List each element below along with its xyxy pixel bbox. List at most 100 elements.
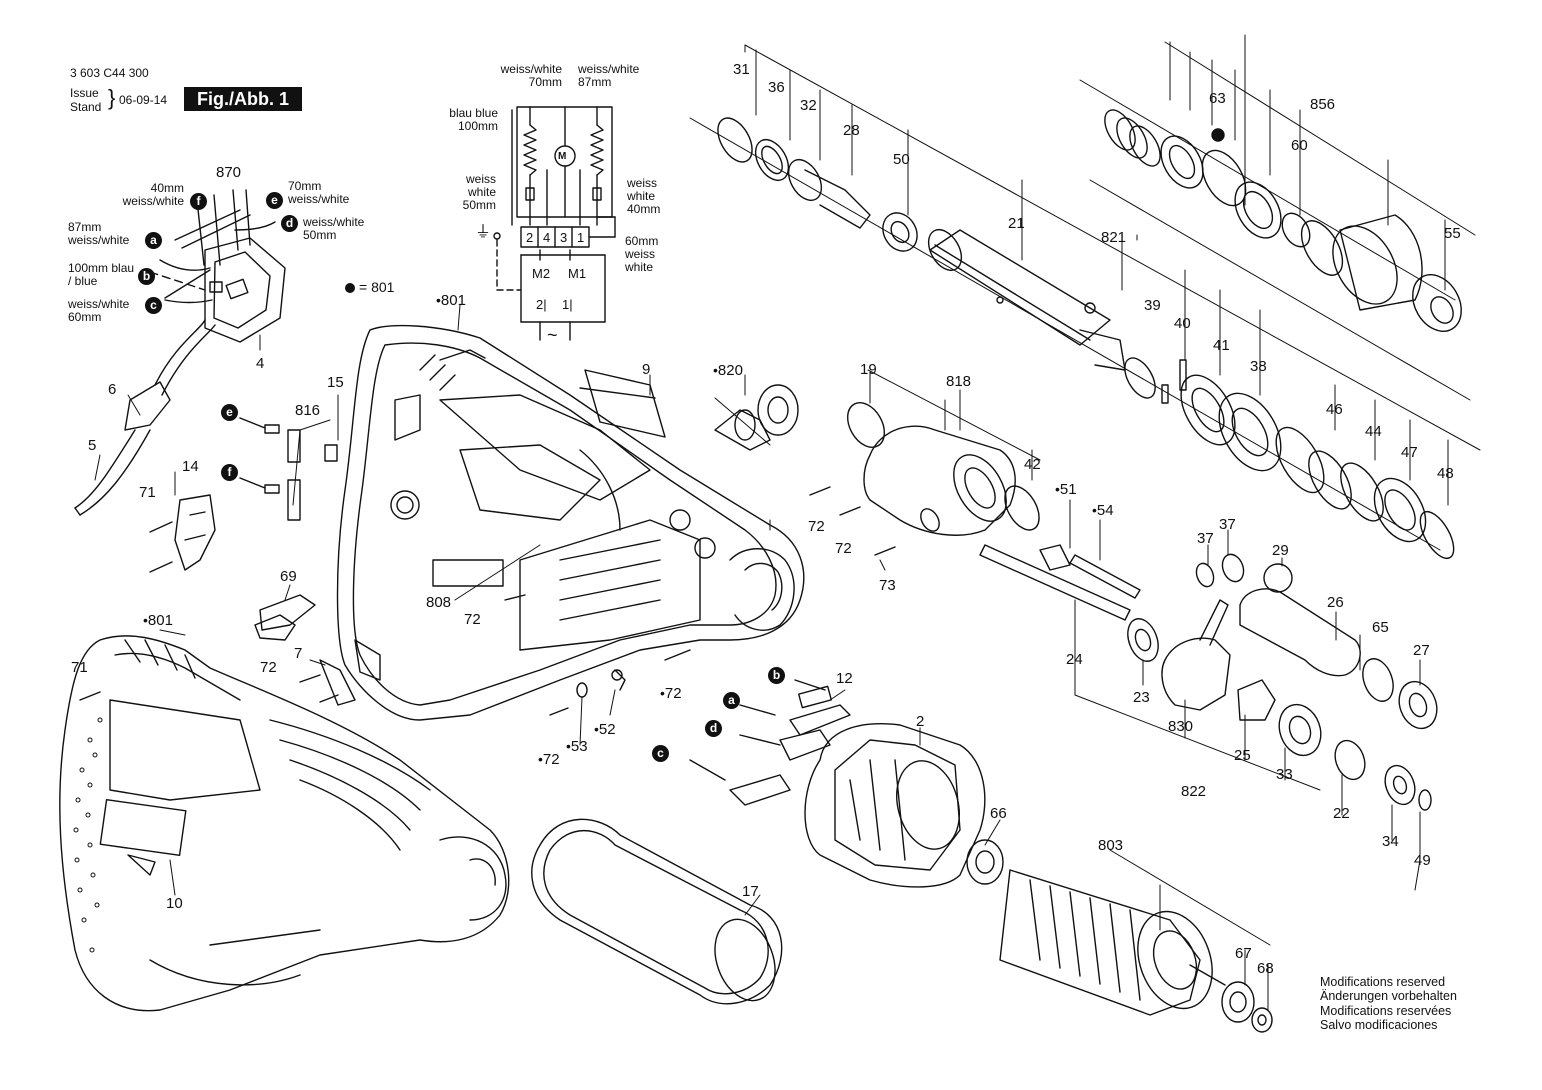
- part-71-upper: 71: [139, 484, 156, 501]
- wire-a-label: 87mm weiss/white: [68, 220, 130, 247]
- part-36: 36: [768, 79, 785, 96]
- part-73: 73: [879, 577, 896, 594]
- part-72-bottom: •72: [538, 751, 560, 768]
- wire-87mm-text: weiss/white 87mm: [578, 62, 640, 89]
- part-856: 856: [1310, 96, 1336, 113]
- part-72-a: 72: [808, 518, 825, 535]
- part-72-mid-text: 72: [664, 685, 682, 702]
- wire-e-label: 70mm weiss/white: [288, 179, 350, 206]
- part-803: 803: [1098, 837, 1124, 854]
- issue-date: 06-09-14: [119, 93, 168, 107]
- brush-badge-c: c: [652, 745, 669, 762]
- part-53: •53: [566, 738, 588, 755]
- part-72-housing: 72: [464, 611, 481, 628]
- wire-b-label: 100mm blau / blue: [68, 261, 135, 288]
- issue-label: Issue Stand: [70, 86, 102, 114]
- part-50: 50: [893, 151, 910, 168]
- part-67: 67: [1235, 945, 1252, 962]
- motor-symbol: M: [558, 151, 567, 162]
- outer-cover: [59, 635, 510, 1012]
- part-821: 821: [1101, 229, 1127, 246]
- wire-badge-f: f: [190, 193, 207, 210]
- part-46: 46: [1326, 401, 1343, 418]
- part-34: 34: [1382, 833, 1399, 850]
- part-801-housing-text: 801: [440, 292, 466, 309]
- cable-badge-f: f: [221, 464, 238, 481]
- wire-white-40-label: weiss white 40mm: [627, 176, 661, 216]
- brush-badge-a: a: [723, 692, 740, 709]
- wire-white-50-label: weiss white 50mm: [462, 172, 496, 212]
- part-816: 816: [295, 402, 321, 419]
- wiring-schematic: [493, 106, 616, 341]
- cable-badge-e: e: [221, 404, 238, 421]
- issue-brace: }: [108, 85, 116, 110]
- part-21: 21: [1008, 215, 1025, 232]
- brush-holders: [689, 679, 851, 806]
- part-29: 29: [1272, 542, 1289, 559]
- wire-badge-e: e: [266, 192, 283, 209]
- part-66: 66: [990, 805, 1007, 822]
- intermediate-shaft: [1161, 553, 1438, 811]
- part-40: 40: [1174, 315, 1191, 332]
- part-15: 15: [327, 374, 344, 391]
- part-51: •51: [1055, 481, 1077, 498]
- modifications-de: Änderungen vorbehalten: [1320, 989, 1457, 1004]
- legend-dot: [345, 283, 355, 294]
- part-25: 25: [1234, 747, 1251, 764]
- ac-symbol: ~: [547, 325, 558, 345]
- part-801-cover-text: 801: [147, 612, 173, 629]
- part-69: 69: [280, 568, 297, 585]
- wire-white-60-label: 60mm weiss white: [625, 234, 659, 274]
- part-4: 4: [256, 355, 265, 372]
- part-72-bottom-text: 72: [542, 751, 560, 768]
- modifications-note: Modifications reserved Änderungen vorbeh…: [1320, 975, 1457, 1033]
- part-820: •820: [713, 362, 743, 379]
- part-51-text: 51: [1059, 481, 1077, 498]
- switch-in1: 1|: [562, 297, 573, 312]
- wire-70mm-label: weiss/white 70mm: [490, 63, 562, 89]
- small-parts: [79, 384, 896, 716]
- wire-c-label: weiss/white 60mm: [68, 297, 130, 324]
- terminal-1: 1: [577, 230, 585, 245]
- part-41: 41: [1213, 337, 1230, 354]
- part-32: 32: [800, 97, 817, 114]
- part-820-text: 820: [717, 362, 743, 379]
- part-10: 10: [166, 895, 183, 912]
- wire-blue-label: blau blue 100mm: [449, 106, 498, 133]
- part-39: 39: [1144, 297, 1161, 314]
- part-38: 38: [1250, 358, 1267, 375]
- legend-801: = 801: [345, 279, 394, 295]
- wire-badge-b: b: [138, 268, 155, 285]
- modifications-en: Modifications reserved: [1320, 975, 1446, 989]
- wire-d-label: weiss/white 50mm: [303, 215, 365, 242]
- wire-badge-a: a: [145, 232, 162, 249]
- part-5: 5: [88, 437, 97, 454]
- part-2: 2: [916, 713, 925, 730]
- figure-label: Fig./Abb. 1: [184, 87, 302, 111]
- wire-70mm-text: weiss/white 70mm: [500, 62, 562, 89]
- part-801-cover: •801: [143, 612, 173, 629]
- part-870: 870: [216, 164, 242, 181]
- part-822: 822: [1181, 783, 1207, 800]
- switch-in2: 2|: [536, 297, 547, 312]
- leader-lines: [94, 34, 1481, 1011]
- part-19: 19: [860, 361, 877, 378]
- ground-symbol: ⏚: [475, 224, 492, 241]
- part-24: 24: [1066, 651, 1083, 668]
- part-53-text: 53: [570, 738, 588, 755]
- part-7: 7: [294, 645, 303, 662]
- part-26: 26: [1327, 594, 1344, 611]
- part-12: 12: [836, 670, 853, 687]
- part-68: 68: [1257, 960, 1274, 977]
- part-60: 60: [1291, 137, 1308, 154]
- part-14: 14: [182, 458, 199, 475]
- modifications-es: Salvo modificaciones: [1320, 1018, 1438, 1033]
- part-47: 47: [1401, 444, 1418, 461]
- part-17: 17: [742, 883, 759, 900]
- part-808: 808: [426, 594, 452, 611]
- part-72-mid: •72: [660, 685, 682, 702]
- housing-half: [336, 324, 805, 721]
- document-number: 3 603 C44 300: [70, 66, 149, 80]
- part-52: •52: [594, 721, 616, 738]
